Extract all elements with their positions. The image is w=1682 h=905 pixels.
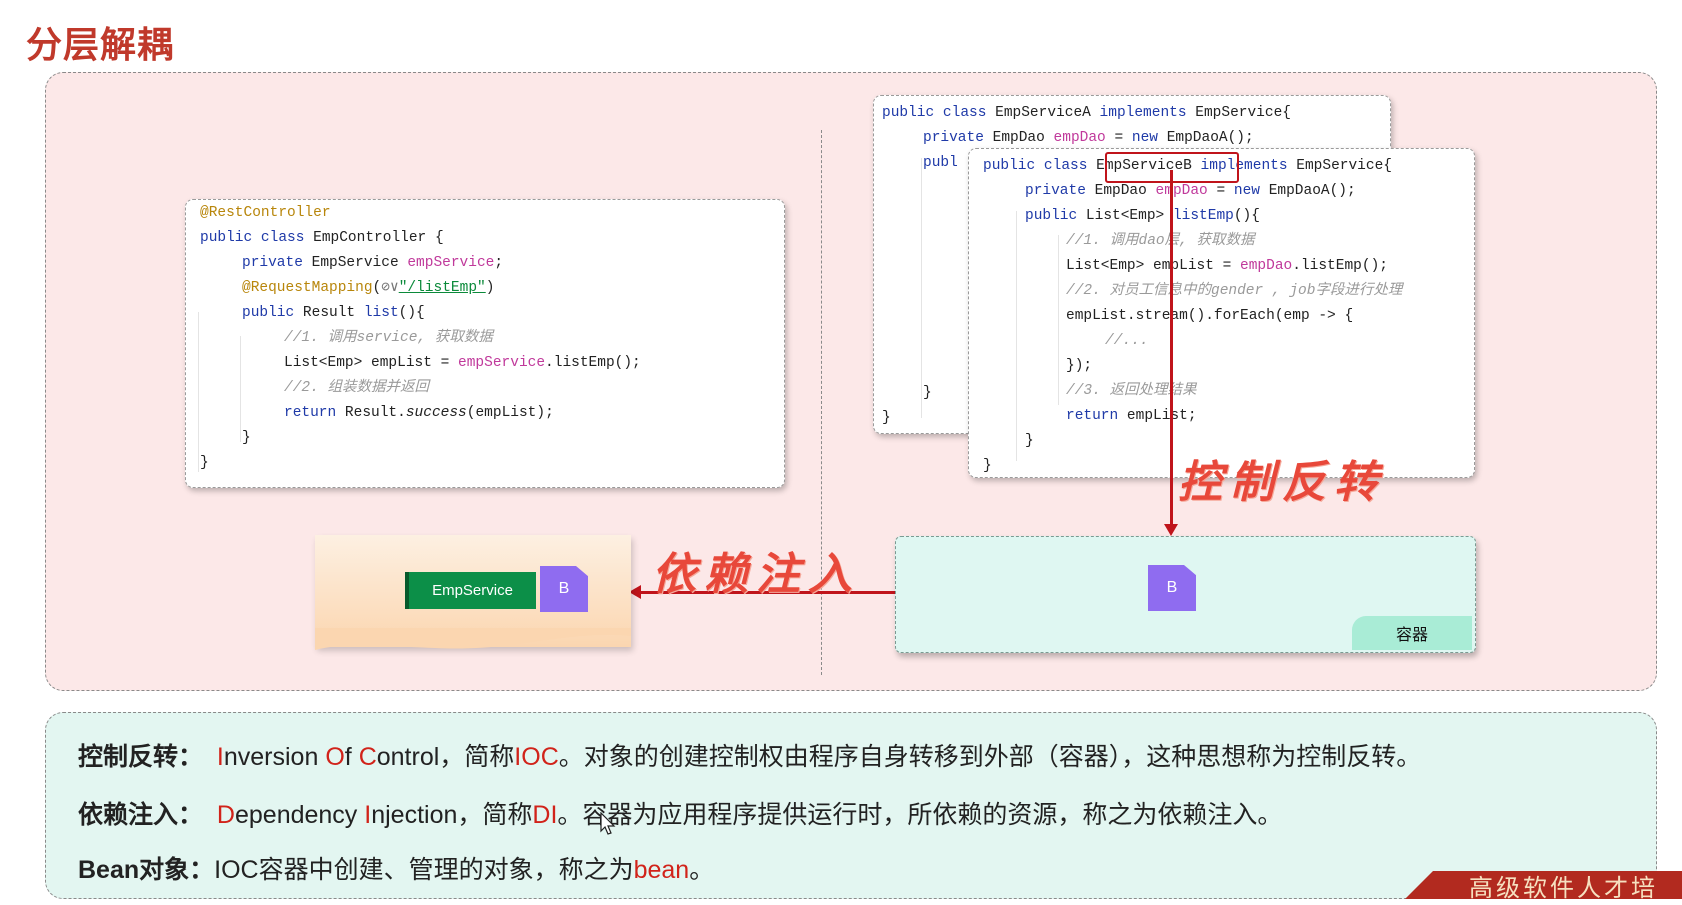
code-line: } — [1025, 433, 1034, 449]
di-arrow-head — [629, 585, 641, 599]
page-title: 分层解耦 — [26, 25, 175, 66]
ioc-definition: 控制反转： Inversion Of Control，简称IOC。对象的创建控制… — [78, 743, 1422, 771]
bean-left: B — [540, 566, 588, 612]
bean-definition: Bean对象：IOC容器中创建、管理的对象，称之为bean。 — [78, 856, 715, 884]
service-b-code-block: public class EmpServiceB implements EmpS… — [968, 148, 1475, 478]
ioc-arrow — [1170, 170, 1173, 528]
code-line: @RequestMapping(⊘∨"/listEmp") — [242, 280, 495, 296]
code-line: public class EmpServiceB implements EmpS… — [983, 158, 1392, 174]
code-comment: //1. 调用service, 获取数据 — [284, 330, 493, 346]
code-line: } — [242, 430, 251, 446]
code-comment: //2. 对员工信息中的gender , job字段进行处理 — [1066, 283, 1403, 299]
code-line: } — [923, 385, 932, 401]
code-line: } — [983, 458, 992, 474]
di-definition: 依赖注入： Dependency Injection，简称DI。容器为应用程序提… — [78, 801, 1283, 829]
code-comment: //... — [1105, 333, 1149, 349]
panel-divider — [821, 130, 822, 675]
watermark-banner: 高级软件人才培 — [1405, 871, 1682, 899]
code-line: public List<Emp> listEmp(){ — [1025, 208, 1260, 224]
code-line: return Result.success(empList); — [284, 405, 554, 421]
code-comment: //2. 组装数据并返回 — [284, 380, 430, 396]
code-line: List<Emp> empList = empService.listEmp()… — [284, 355, 641, 371]
code-comment: //1. 调用dao层, 获取数据 — [1066, 233, 1255, 249]
code-line: } — [882, 410, 891, 426]
code-line: List<Emp> empList = empDao.listEmp(); — [1066, 258, 1388, 274]
code-comment: //3. 返回处理结果 — [1066, 383, 1197, 399]
ioc-handwritten-label: 控制反转 — [1178, 457, 1386, 508]
di-handwritten-label: 依赖注入 — [652, 549, 860, 600]
code-line: public class EmpController { — [200, 230, 444, 246]
code-line: publ — [923, 155, 958, 171]
code-line: public class EmpServiceA implements EmpS… — [882, 105, 1291, 121]
code-line: return empList; — [1066, 408, 1197, 424]
code-line: private EmpDao empDao = new EmpDaoA(); — [1025, 183, 1356, 199]
code-line: } — [200, 455, 209, 471]
mouse-cursor-icon — [600, 812, 616, 835]
code-line: empList.stream().forEach(emp -> { — [1066, 308, 1354, 324]
code-line: public Result list(){ — [242, 305, 425, 321]
di-arrow — [640, 591, 896, 594]
definitions-panel — [45, 712, 1657, 899]
emp-service-label: EmpService — [405, 572, 536, 609]
container-label: 容器 — [1352, 616, 1472, 650]
code-line: }); — [1066, 358, 1093, 374]
bean-right: B — [1148, 565, 1196, 611]
code-line: private EmpDao empDao = new EmpDaoA(); — [923, 130, 1254, 146]
code-line: private EmpService empService; — [242, 255, 504, 271]
ioc-arrow-head — [1164, 524, 1178, 536]
controller-code-block: @RestController public class EmpControll… — [185, 199, 785, 488]
code-line: @RestController — [200, 205, 331, 221]
paper-wave — [315, 628, 631, 650]
